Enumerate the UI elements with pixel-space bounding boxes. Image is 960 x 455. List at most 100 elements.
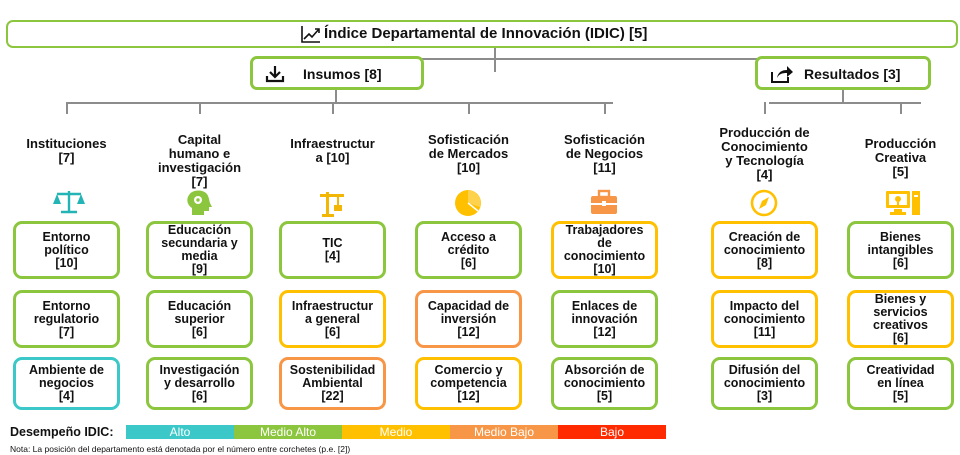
connector-line bbox=[769, 102, 921, 104]
sub-pillar-line: inversión bbox=[440, 311, 497, 326]
scales-icon bbox=[51, 188, 87, 221]
page-title: Índice Departamental de Innovación (IDIC… bbox=[324, 25, 648, 42]
connector-line bbox=[467, 102, 470, 114]
connector-line bbox=[335, 58, 842, 60]
connector-line bbox=[65, 102, 68, 114]
compass-icon bbox=[749, 188, 779, 223]
sub-pillar-line: Ambiental bbox=[302, 376, 363, 390]
sub-pillar-line: conocimiento bbox=[723, 311, 806, 326]
sub-pillar-line: político bbox=[44, 242, 89, 257]
sub-pillar-line: y desarrollo bbox=[164, 376, 235, 390]
sub-pillar-line: Bienes bbox=[879, 229, 921, 244]
pillar-title-line: Infraestructur bbox=[290, 136, 375, 151]
pillar-title-line: Instituciones bbox=[26, 136, 107, 151]
sub-pillar-line: [10] bbox=[55, 255, 78, 270]
sub-pillar-line: [22] bbox=[321, 389, 344, 403]
legend-swatch: Bajo bbox=[558, 425, 666, 439]
share-arrow-icon bbox=[770, 64, 794, 87]
sub-pillar-line: [4] bbox=[58, 389, 75, 403]
legend-swatch: Medio Alto bbox=[234, 425, 342, 439]
sub-pillar-line: intangibles bbox=[867, 242, 934, 257]
sub-pillar-line: [8] bbox=[756, 255, 773, 270]
sub-pillar-line: Investigación bbox=[159, 363, 240, 377]
connector-line bbox=[899, 102, 902, 114]
sub-pillar-line: Impacto del bbox=[729, 298, 800, 313]
legend-label: Desempeño IDIC: bbox=[10, 425, 114, 439]
insumos-box: Insumos [8] bbox=[250, 56, 424, 90]
sub-pillar-line: a general bbox=[305, 311, 360, 326]
sub-pillar-line: Absorción de bbox=[564, 363, 645, 377]
pillar-title-line: de Negocios bbox=[565, 146, 644, 161]
sub-pillar-line: [6] bbox=[460, 255, 477, 270]
briefcase-icon bbox=[589, 188, 619, 221]
sub-pillar-line: TIC bbox=[322, 236, 343, 250]
sub-pillar-line: regulatorio bbox=[33, 311, 100, 326]
trend-chart-icon bbox=[300, 24, 322, 49]
sub-pillar-line: Educación bbox=[167, 223, 232, 237]
download-icon bbox=[265, 65, 285, 86]
sub-pillar-line: Enlaces de bbox=[571, 298, 638, 313]
sub-pillar-line: [5] bbox=[596, 389, 613, 403]
sub-pillar-line: Sostenibilidad bbox=[289, 363, 376, 377]
pillar-title-line: Capital bbox=[177, 132, 222, 147]
sub-pillar-line: [6] bbox=[892, 255, 909, 270]
connector-line bbox=[331, 102, 334, 114]
sub-pillar-box: TIC[4] bbox=[279, 221, 386, 279]
sub-pillar-line: Capacidad de bbox=[427, 298, 510, 313]
pillar-title-line: Producción de bbox=[719, 125, 810, 140]
insumos-label: Insumos [8] bbox=[303, 66, 382, 82]
sub-pillar-line: Infraestructur bbox=[291, 298, 374, 313]
connector-line bbox=[66, 102, 613, 104]
pillar-title-line: [7] bbox=[58, 150, 75, 165]
sub-pillar-line: [12] bbox=[593, 324, 616, 339]
sub-pillar-line: Ambiente de bbox=[28, 363, 104, 377]
sub-pillar-line: [10] bbox=[593, 262, 616, 276]
sub-pillar-line: Difusión del bbox=[728, 363, 801, 377]
pillar-title-line: investigación bbox=[157, 160, 242, 175]
sub-pillar-line: innovación bbox=[571, 311, 638, 326]
head-gears-icon bbox=[184, 188, 214, 223]
title-box: Índice Departamental de Innovación (IDIC… bbox=[6, 20, 958, 48]
pillar-title-line: [4] bbox=[756, 167, 773, 182]
sub-pillar-line: Comercio y bbox=[434, 363, 503, 377]
sub-pillar-line: [6] bbox=[191, 389, 208, 403]
sub-pillar-line: competencia bbox=[430, 376, 507, 390]
footnote: Nota: La posición del departamento está … bbox=[10, 444, 351, 454]
sub-pillar-line: [4] bbox=[324, 249, 341, 263]
pillar-title-line: [7] bbox=[191, 174, 208, 189]
sub-pillar-line: Creatividad bbox=[866, 363, 935, 377]
legend-swatch: Medio Bajo bbox=[450, 425, 558, 439]
sub-pillar-line: servicios bbox=[873, 305, 928, 319]
sub-pillar-line: conocimiento bbox=[723, 376, 806, 390]
computer-icon bbox=[885, 188, 921, 223]
sub-pillar-line: [12] bbox=[457, 389, 480, 403]
pillar-title-line: Producción bbox=[864, 136, 937, 151]
sub-pillar-line: Creación de bbox=[728, 229, 801, 244]
pie-icon bbox=[453, 188, 483, 223]
crane-icon bbox=[317, 188, 347, 223]
pillar-title-line: Conocimiento bbox=[721, 139, 808, 154]
connector-line bbox=[335, 88, 337, 102]
pillar-title-line: [10] bbox=[456, 160, 481, 175]
pillar-title-line: Sofisticación bbox=[428, 132, 509, 147]
sub-pillar-line: conocimiento bbox=[563, 249, 646, 263]
connector-line bbox=[494, 48, 496, 72]
pillar-title-line: de Mercados bbox=[428, 146, 509, 161]
